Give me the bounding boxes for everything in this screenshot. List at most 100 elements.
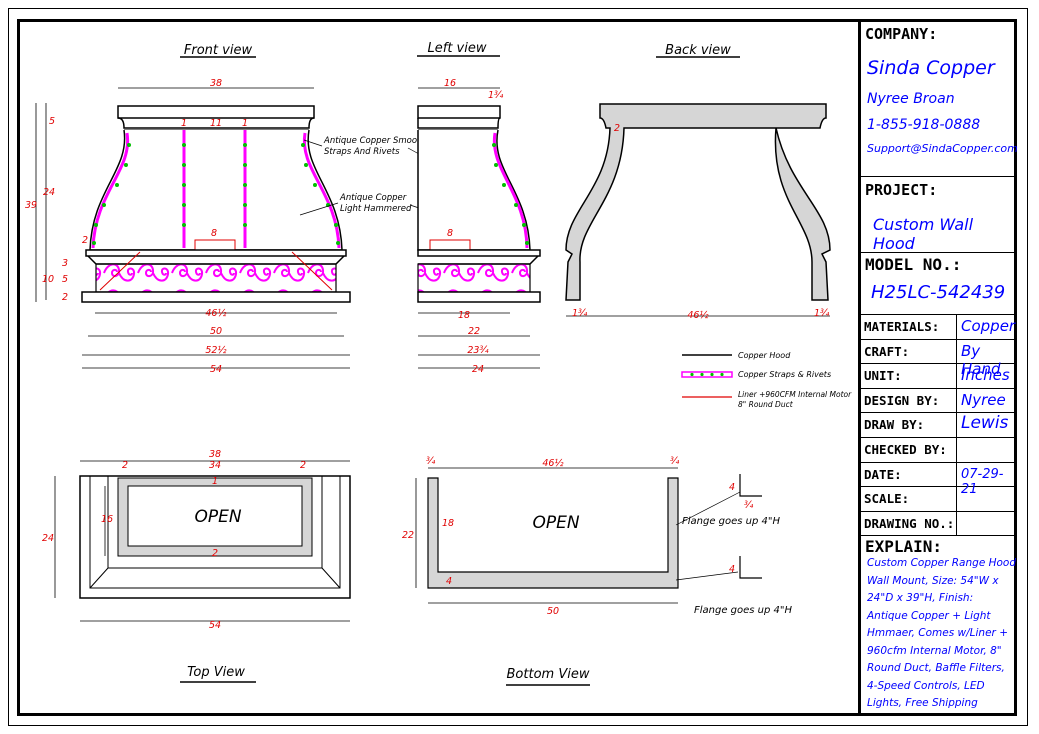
bottom-view-title: Bottom View [507,667,590,682]
dim-front-11: 11 [210,118,222,129]
spec-row-draw-by: DRAW BY: Lewis [861,413,1017,438]
dim-top-16: 16 [101,514,113,525]
company-label: COMPANY: [865,25,938,43]
dim-front-38: 38 [210,78,222,89]
spec-label: MATERIALS: [864,319,940,334]
dim-front-h5: 5 [49,116,55,127]
spec-row-materials: MATERIALS: Copper [861,315,1017,340]
dim-back-right: 1¾ [814,308,830,319]
legend-liner: Liner +960CFM Internal Motor [738,390,852,399]
straps-note-2: Straps And Rivets [324,147,400,157]
spec-divider [956,511,957,536]
straps-note-1: Antique Copper Smooth [323,136,426,146]
model-number: H25LC-542439 [871,282,1006,303]
company-name: Sinda Copper [867,57,995,79]
dim-front-side2: 2 [82,235,88,246]
spec-value: By Hand [961,341,1001,378]
spec-row-scale: SCALE: [861,487,1017,512]
flange-note-1: Flange goes up 4"H [682,516,781,527]
dim-front-46: 46½ [205,308,227,319]
dim-top-2a: 2 [122,460,128,471]
dim-front-50: 50 [210,326,222,337]
dim-top-34: 34 [209,460,221,471]
spec-label: CHECKED BY: [864,442,947,457]
dim-front-h3: 3 [62,258,68,269]
spec-label: UNIT: [864,368,902,384]
dim-front-duct-8: 8 [211,228,217,239]
project-name: Custom Wall Hood [873,215,974,253]
spec-row-checked-by: CHECKED BY: [861,438,1017,463]
contact-name: Nyree Broan [867,91,955,107]
dim-bottom-18: 18 [442,518,454,529]
spec-value: 07-29-21 [961,466,1004,497]
bottom-view: OPEN ¾ 46½ ¾ 22 18 4 50 4 ¾ Flange goes … [402,456,793,686]
explain-label: EXPLAIN: [865,537,943,556]
spec-label: DESIGN BY: [864,392,940,408]
spec-label: SCALE: [864,491,910,507]
dim-flange-34: ¾ [744,500,754,511]
spec-label: DRAWING NO.: [864,515,955,531]
dim-front-h39: 39 [25,200,37,211]
company-section: COMPANY: Sinda Copper Nyree Broan 1-855-… [861,19,1018,177]
legend-duct: 8" Round Duct [738,400,794,409]
dim-bottom-46: 46½ [542,458,564,469]
spec-value: Copper [961,317,1016,335]
spec-divider [956,364,957,388]
sheet-outer-border [8,8,1028,726]
email-address: Support@SindaCopper.com [867,142,1018,155]
legend: Copper Hood Copper Straps & Rivets Liner… [681,351,852,409]
spec-divider [956,388,957,413]
dim-front-h10: 10 [42,274,54,285]
dim-front-strap-1b: 1 [242,118,248,129]
spec-row-craft: CRAFT: By Hand [861,339,1017,378]
top-open-label: OPEN [194,507,241,527]
dim-back-left: 1¾ [572,308,588,319]
dim-front-52: 52½ [205,345,227,356]
left-view: Left view 16 1¾ 8 18 22 23¾ 24 [417,41,541,375]
dim-left-23: 23¾ [467,345,489,356]
dim-front-strap-1a: 1 [181,118,187,129]
top-view-title: Top View [187,665,245,680]
legend-copper-hood: Copper Hood [738,351,791,360]
spec-divider [956,438,957,462]
dim-back-46: 46½ [687,310,709,321]
dim-front-h24: 24 [43,187,55,198]
flange-note-2: Flange goes up 4"H [694,605,793,616]
dim-bottom-22: 22 [402,530,414,541]
spec-label: DRAW BY: [864,417,925,433]
dim-bottom-4: 4 [446,576,452,587]
dim-top-1: 1 [212,476,218,487]
top-view: OPEN 38 34 2 2 1 2 16 24 54 Top View [42,449,351,683]
dim-flange-4a: 4 [729,482,735,493]
technical-drawing: Front view 38 11 1 1 8 [25,41,852,686]
legend-straps: Copper Straps & Rivets [738,370,831,379]
back-view: Back view 2 1¾ 46½ 1¾ [565,43,831,321]
spec-label: DATE: [864,466,902,482]
dim-left-134: 1¾ [488,90,504,101]
dim-top-38: 38 [209,449,221,460]
spec-divider [956,315,957,339]
explain-section: EXPLAIN: Custom Copper Range Hood Wall M… [861,537,1017,716]
left-view-title: Left view [428,41,487,56]
spec-divider [956,413,957,437]
spec-label: CRAFT: [864,343,910,359]
dim-left-18: 18 [458,310,470,321]
spec-value: Inches [961,366,1010,385]
dim-top-54: 54 [209,620,221,631]
dim-bottom-r34: ¾ [670,456,680,467]
hammered-note-2: Light Hammered [340,204,412,214]
title-block: COMPANY: Sinda Copper Nyree Broan 1-855-… [858,19,1018,716]
project-label: PROJECT: [865,181,938,199]
explain-text: Custom Copper Range Hood Wall Mount, Siz… [867,557,1017,709]
spec-divider [956,462,957,487]
model-label: MODEL NO.: [865,255,962,274]
bottom-open-label: OPEN [532,513,579,533]
back-view-title: Back view [665,43,731,58]
dim-left-16: 16 [444,78,456,89]
dim-left-duct-8: 8 [447,228,453,239]
spec-value: Lewis [961,413,1009,434]
spec-divider [956,487,957,511]
project-section: PROJECT: Custom Wall Hood [861,177,1017,253]
dim-front-54: 54 [210,364,222,375]
dim-top-24: 24 [42,533,54,544]
